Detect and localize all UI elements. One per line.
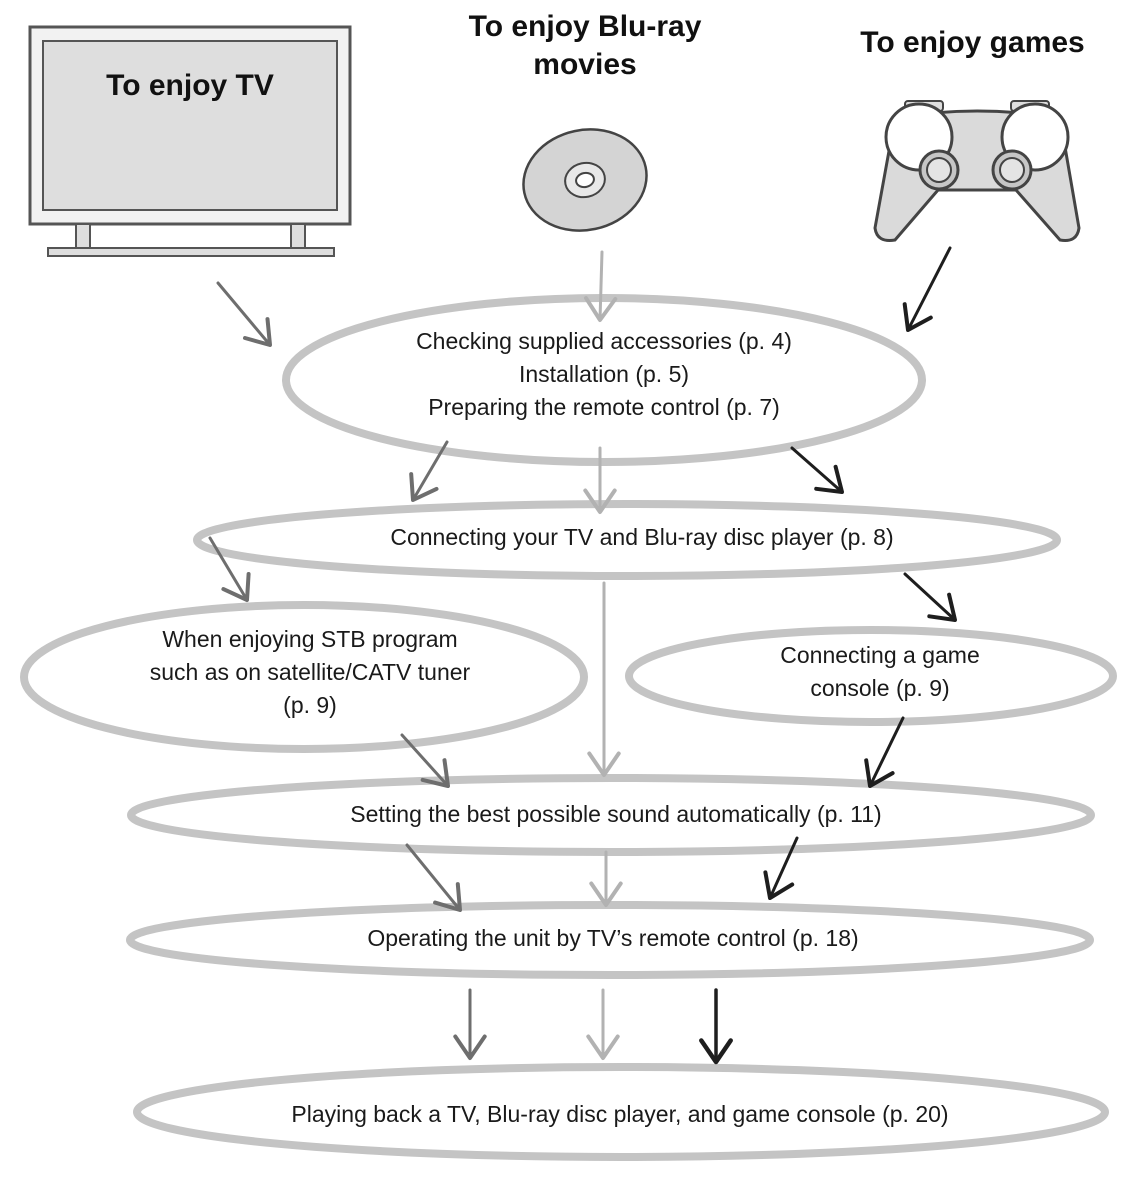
arrow-games-to-prepare	[902, 246, 952, 332]
arrow-bluray-to-prepare	[584, 250, 618, 322]
heading-bluray: To enjoy Blu-ray movies	[420, 8, 750, 84]
step-sound: Setting the best possible sound automati…	[350, 801, 882, 827]
heading-tv: To enjoy TV	[106, 69, 274, 102]
arrow-remote-to-playback-1	[453, 988, 487, 1060]
step-game-console-line2: console (p. 9)	[810, 675, 950, 701]
step-game-console: Connecting a game console (p. 9)	[720, 639, 1040, 705]
arrow-remote-to-playback-2	[586, 988, 620, 1060]
step-ellipse-sound	[127, 774, 1095, 856]
arrow-sound-to-remote-3	[763, 836, 799, 900]
step-playback: Playing back a TV, Blu-ray disc player, …	[291, 1101, 949, 1127]
arrow-sound-to-remote-1	[405, 843, 462, 912]
step-stb-line1: When enjoying STB program	[162, 626, 458, 652]
step-prepare-line3: Preparing the remote control (p. 7)	[428, 394, 780, 420]
step-stb-line2: such as on satellite/CATV tuner	[149, 659, 471, 685]
arrow-sound-to-remote-2	[589, 850, 623, 907]
step-ellipse-tv-remote	[126, 901, 1094, 979]
step-stb: When enjoying STB program such as on sat…	[90, 623, 530, 722]
arrow-remote-to-playback-3	[699, 988, 733, 1065]
arrow-stb-to-sound	[400, 733, 450, 788]
step-ellipse-game-console	[625, 626, 1117, 726]
step-stb-line3: (p. 9)	[283, 692, 337, 718]
arrow-connect-tv-to-sound	[587, 581, 621, 777]
arrows	[208, 246, 957, 1065]
arrow-prepare-to-connect-tv-2	[583, 446, 617, 514]
arrow-game-to-sound	[864, 716, 905, 788]
game-controller-icon	[873, 100, 1081, 242]
arrow-tv-to-prepare	[216, 281, 272, 347]
step-ellipse-connect-tv	[193, 500, 1061, 580]
step-ellipse-prepare	[282, 294, 926, 466]
arrow-prepare-to-connect-tv-3	[790, 446, 844, 494]
step-game-console-line1: Connecting a game	[780, 642, 980, 668]
heading-games: To enjoy games	[860, 26, 1085, 59]
arrow-connect-tv-to-stb	[208, 536, 251, 602]
step-ellipse-stb	[20, 601, 588, 753]
heading-bluray-line2: movies	[533, 48, 637, 81]
tv-icon	[28, 25, 352, 257]
arrow-connect-tv-to-game	[903, 572, 957, 622]
step-prepare-line2: Installation (p. 5)	[518, 361, 690, 387]
step-connect-tv: Connecting your TV and Blu-ray disc play…	[390, 524, 894, 550]
step-prepare-line1: Checking supplied accessories (p. 4)	[416, 328, 792, 354]
disc-icon	[522, 128, 648, 232]
heading-bluray-line1: To enjoy Blu-ray	[468, 10, 702, 43]
step-prepare: Checking supplied accessories (p. 4) Ins…	[344, 325, 864, 424]
arrow-prepare-to-connect-tv-1	[409, 440, 449, 502]
step-tv-remote: Operating the unit by TV’s remote contro…	[367, 925, 859, 951]
step-ellipse-playback	[133, 1063, 1109, 1161]
